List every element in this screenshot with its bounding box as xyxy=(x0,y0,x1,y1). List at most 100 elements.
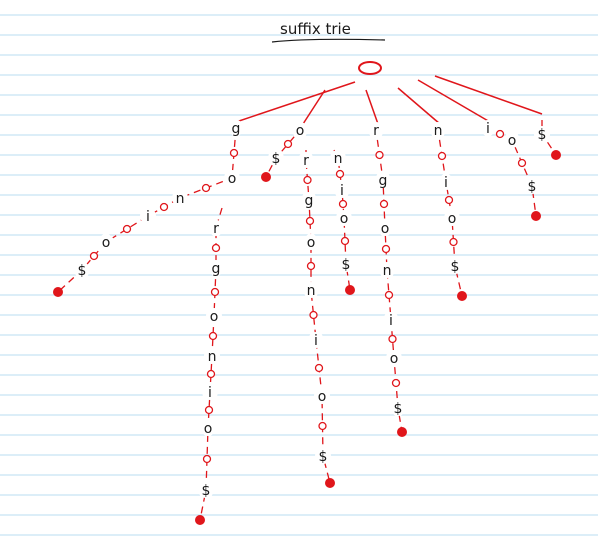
edge-label-o: o xyxy=(390,351,399,367)
label-bg xyxy=(303,282,319,298)
edge-label-o: o xyxy=(102,235,111,251)
label-bg xyxy=(298,152,314,168)
leaf-node xyxy=(551,150,561,160)
edge-label-o: o xyxy=(381,221,390,237)
edge-label-n: n xyxy=(383,263,392,279)
edge-label-dollar: $ xyxy=(319,449,328,465)
edge-label-dollar: $ xyxy=(394,401,403,417)
label-bg xyxy=(208,260,224,276)
edge-label-i: i xyxy=(208,385,212,401)
trie-nodes xyxy=(53,61,561,525)
label-bg xyxy=(172,190,188,206)
edge-label-o: o xyxy=(307,235,316,251)
edge-label-n: n xyxy=(334,151,343,167)
label-bg xyxy=(303,234,319,250)
label-bg xyxy=(198,482,214,498)
label-bg xyxy=(338,256,354,272)
edge-label-i: i xyxy=(486,121,490,137)
internal-node xyxy=(283,139,293,149)
edge-label-r: r xyxy=(303,153,309,169)
edge-label-o: o xyxy=(210,309,219,325)
edge-o-root xyxy=(302,89,326,125)
internal-node xyxy=(159,202,169,212)
edge-label-n: n xyxy=(434,123,443,139)
label-bg xyxy=(379,262,395,278)
label-bg xyxy=(368,122,384,138)
edge-n-root xyxy=(397,87,441,125)
internal-node xyxy=(517,158,527,168)
label-bg xyxy=(224,170,240,186)
edge-label-dollar: $ xyxy=(78,263,87,279)
internal-node xyxy=(449,237,458,247)
label-bg xyxy=(330,150,346,166)
label-bg xyxy=(74,262,90,278)
label-bg xyxy=(377,220,393,236)
label-bg xyxy=(444,210,460,226)
edge-branch-r xyxy=(375,129,403,433)
edge-label-dollar: $ xyxy=(538,127,547,143)
internal-node xyxy=(89,251,99,261)
edge-label-dollar: $ xyxy=(272,151,281,167)
label-bg xyxy=(386,350,402,366)
internal-node xyxy=(303,175,312,185)
internal-node xyxy=(204,405,214,415)
label-bg xyxy=(336,210,352,226)
edge-label-o: o xyxy=(228,171,237,187)
edge-label-n: n xyxy=(176,191,185,207)
edge-label-g: g xyxy=(305,193,314,209)
leaf-node xyxy=(531,211,541,221)
internal-node xyxy=(444,195,454,205)
edge-label-dollar: $ xyxy=(528,179,537,195)
label-bg xyxy=(301,192,317,208)
label-bg xyxy=(292,122,308,138)
leaf-node xyxy=(195,515,205,525)
label-bg xyxy=(308,332,324,348)
edge-dollar-root xyxy=(434,75,543,115)
internal-node xyxy=(208,331,218,341)
label-bg xyxy=(206,308,222,324)
edge-label-i: i xyxy=(444,175,448,191)
internal-node xyxy=(306,261,316,271)
internal-node xyxy=(379,199,389,209)
label-bg xyxy=(447,258,463,274)
internal-node xyxy=(229,148,239,158)
edge-label-g: g xyxy=(232,121,241,137)
edge-label-i: i xyxy=(146,209,150,225)
leaf-node xyxy=(397,427,407,437)
title-underline xyxy=(271,38,386,43)
label-bg xyxy=(200,420,216,436)
internal-node xyxy=(384,290,394,300)
internal-node xyxy=(381,244,391,254)
leaf-node xyxy=(345,285,355,295)
edge-label-o: o xyxy=(296,123,305,139)
edge-label-i: i xyxy=(389,313,393,329)
label-bg xyxy=(375,172,391,188)
label-bg xyxy=(98,234,114,250)
edge-label-o: o xyxy=(318,389,327,405)
diagram-title: suffix trie xyxy=(280,20,351,38)
edge-label-o: o xyxy=(204,421,213,437)
edge-g-root xyxy=(235,81,356,123)
label-bg xyxy=(524,178,540,194)
label-bg xyxy=(430,122,446,138)
internal-node xyxy=(437,151,447,161)
root-node xyxy=(358,61,382,75)
internal-node xyxy=(309,310,318,320)
internal-node xyxy=(391,378,401,388)
internal-node xyxy=(340,236,350,246)
edge-label-i: i xyxy=(314,333,318,349)
label-bg xyxy=(438,174,454,190)
edge-label-o: o xyxy=(448,211,457,227)
leaf-node xyxy=(261,172,271,182)
label-bg xyxy=(208,220,224,236)
edge-label-g: g xyxy=(212,261,221,277)
label-bg xyxy=(314,388,330,404)
label-bg xyxy=(480,120,496,136)
internal-node xyxy=(314,363,324,373)
edge-label-r: r xyxy=(213,221,219,237)
edge-label-g: g xyxy=(379,173,388,189)
label-bg xyxy=(504,132,520,148)
edge-label-dollar: $ xyxy=(342,257,351,273)
label-bg xyxy=(383,312,399,328)
